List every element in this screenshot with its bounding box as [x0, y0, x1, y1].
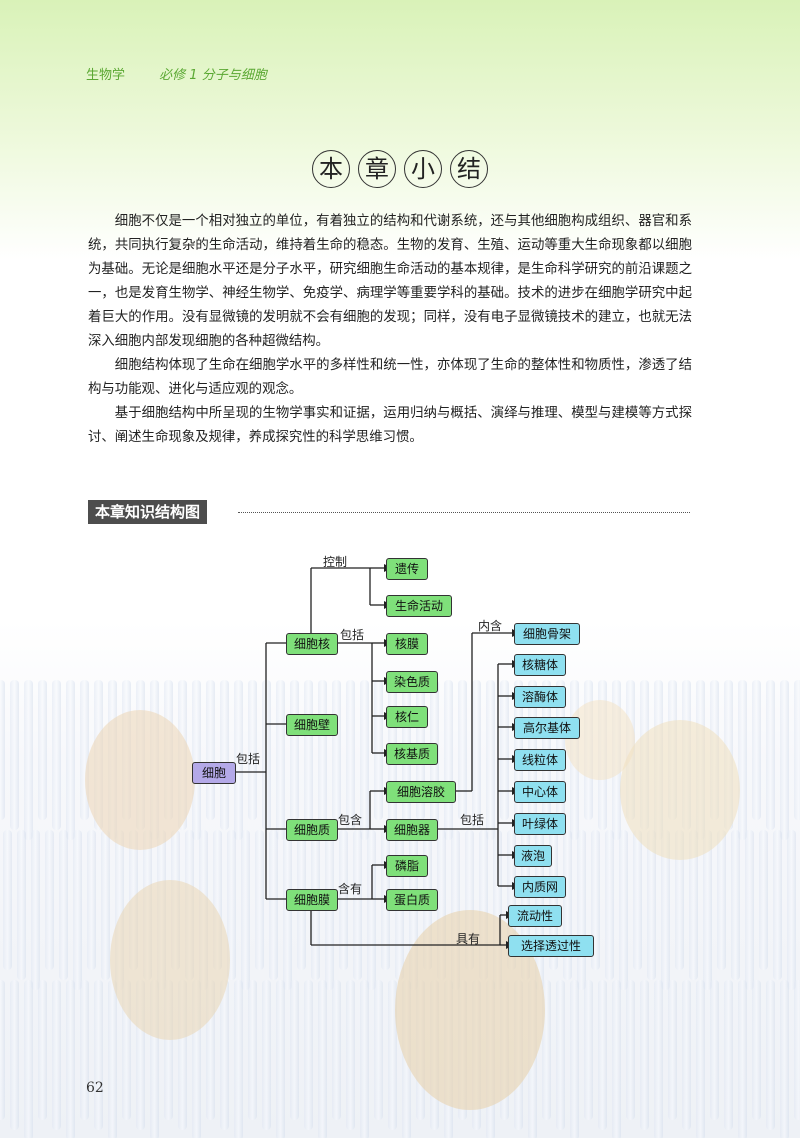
summary-text: 细胞不仅是一个相对独立的单位，有着独立的结构和代谢系统，还与其他细胞构成组织、器…	[88, 210, 692, 450]
node-nuclear-membrane: 核膜	[386, 633, 428, 655]
relation-include-root: 包括	[236, 752, 261, 766]
node-cytoskeleton: 细胞骨架	[514, 623, 580, 645]
relation-contains: 内含	[478, 619, 503, 633]
node-mitochondria: 线粒体	[514, 749, 566, 771]
node-organelle: 细胞器	[386, 819, 438, 841]
node-cytosol: 细胞溶胶	[386, 781, 456, 803]
node-protein: 蛋白质	[386, 889, 438, 911]
page-number: 62	[86, 1080, 104, 1096]
node-vacuole: 液泡	[514, 845, 552, 867]
running-header: 生物学 必修 1 分子与细胞	[86, 64, 267, 83]
relation-control: 控制	[323, 555, 348, 569]
node-nucleus: 细胞核	[286, 633, 338, 655]
header-volume: 必修 1 分子与细胞	[159, 68, 267, 83]
node-fluidity: 流动性	[508, 905, 562, 927]
node-hereditary: 遗传	[386, 558, 428, 580]
node-cell-membrane: 细胞膜	[286, 889, 338, 911]
header-subject: 生物学	[86, 68, 126, 83]
title-char: 小	[404, 150, 442, 188]
title-char: 章	[358, 150, 396, 188]
title-char: 结	[450, 150, 488, 188]
node-lysosome: 溶酶体	[514, 686, 566, 708]
relation-include-cytoplasm: 包含	[338, 813, 363, 827]
relation-include-nucleus: 包括	[340, 628, 365, 642]
relation-contain-membrane: 含有	[338, 882, 363, 896]
node-chromatin: 染色质	[386, 671, 438, 693]
node-nucleolus: 核仁	[386, 706, 428, 728]
title-char: 本	[312, 150, 350, 188]
section-rule	[238, 512, 690, 513]
node-er: 内质网	[514, 876, 566, 898]
node-chloroplast: 叶绿体	[514, 813, 566, 835]
paragraph: 基于细胞结构中所呈现的生物学事实和证据，运用归纳与概括、演绎与推理、模型与建模等…	[88, 406, 692, 445]
node-golgi: 高尔基体	[514, 717, 580, 739]
node-cell-wall: 细胞壁	[286, 714, 338, 736]
node-centrosome: 中心体	[514, 781, 566, 803]
paragraph: 细胞结构体现了生命在细胞学水平的多样性和统一性，亦体现了生命的整体性和物质性，渗…	[88, 358, 692, 397]
node-selective-permeability: 选择透过性	[508, 935, 594, 957]
relation-have: 具有	[456, 932, 481, 946]
node-cytoplasm: 细胞质	[286, 819, 338, 841]
node-life-activity: 生命活动	[386, 595, 452, 617]
relation-include-organelle: 包括	[460, 813, 485, 827]
paragraph: 细胞不仅是一个相对独立的单位，有着独立的结构和代谢系统，还与其他细胞构成组织、器…	[88, 214, 692, 349]
node-nucleoplasm: 核基质	[386, 743, 438, 765]
chapter-title: 本章小结	[0, 150, 800, 188]
node-ribosome: 核糖体	[514, 654, 566, 676]
section-heading: 本章知识结构图	[88, 500, 208, 524]
node-cell: 细胞	[192, 762, 236, 784]
node-phospholipid: 磷脂	[386, 855, 428, 877]
